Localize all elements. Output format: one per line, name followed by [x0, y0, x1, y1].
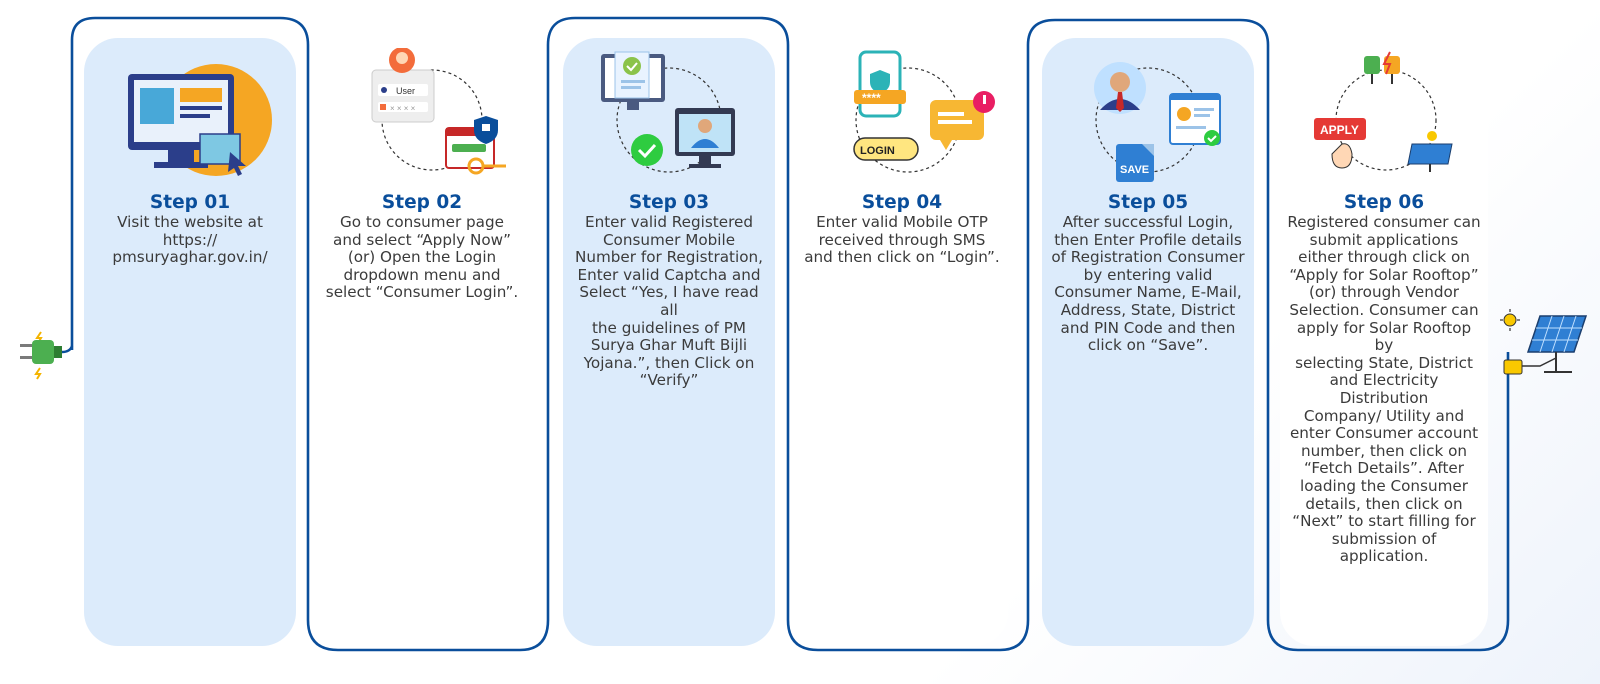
otp-mask: **** [862, 91, 881, 105]
profile-save-icon: SAVE [1094, 62, 1221, 182]
user-login-icon: User × × × × [371, 48, 506, 175]
login-label: LOGIN [860, 145, 895, 157]
step-description: Visit the website at https:// pmsuryagha… [112, 213, 268, 267]
svg-text:× × × ×: × × × × [390, 104, 416, 113]
step-card-4: **** LOGIN Step 04 Enter valid Mobile OT… [796, 38, 1008, 646]
step-description: Enter valid Registered Consumer Mobile N… [575, 213, 763, 390]
apply-solar-icon: APPLY [1314, 51, 1453, 172]
step-card-5: SAVE Step 05 After successful Login, the… [1042, 38, 1254, 646]
verification-icon [601, 51, 735, 173]
step-card-3: Step 03 Enter valid Registered Consumer … [563, 38, 775, 646]
step-description: Enter valid Mobile OTP received through … [804, 213, 1000, 267]
computer-website-icon [128, 64, 272, 176]
apply-label: APPLY [1320, 123, 1359, 137]
step-card-6: APPLY Step 06 Registered consumer can su… [1280, 38, 1488, 646]
step-title: Step 05 [1107, 192, 1189, 213]
step-title: Step 04 [861, 192, 943, 213]
step-title: Step 01 [149, 192, 231, 213]
user-label: User [396, 86, 415, 96]
step-card-2: User × × × × Step 02 Go to consumer page… [316, 38, 528, 646]
step-description: Go to consumer page and select “Apply No… [325, 213, 519, 302]
mobile-otp-icon: **** LOGIN [853, 50, 995, 173]
step-title: Step 03 [628, 192, 710, 213]
save-label: SAVE [1120, 164, 1149, 176]
step-title: Step 06 [1343, 192, 1425, 213]
step-description: Registered consumer can submit applicati… [1287, 213, 1481, 566]
solar-panel-icon [1500, 309, 1588, 375]
step-description: After successful Login, then Enter Profi… [1051, 213, 1245, 355]
step-title: Step 02 [381, 192, 463, 213]
step-card-1: Step 01 Visit the website at https:// pm… [84, 38, 296, 646]
plug-icon [20, 331, 74, 380]
